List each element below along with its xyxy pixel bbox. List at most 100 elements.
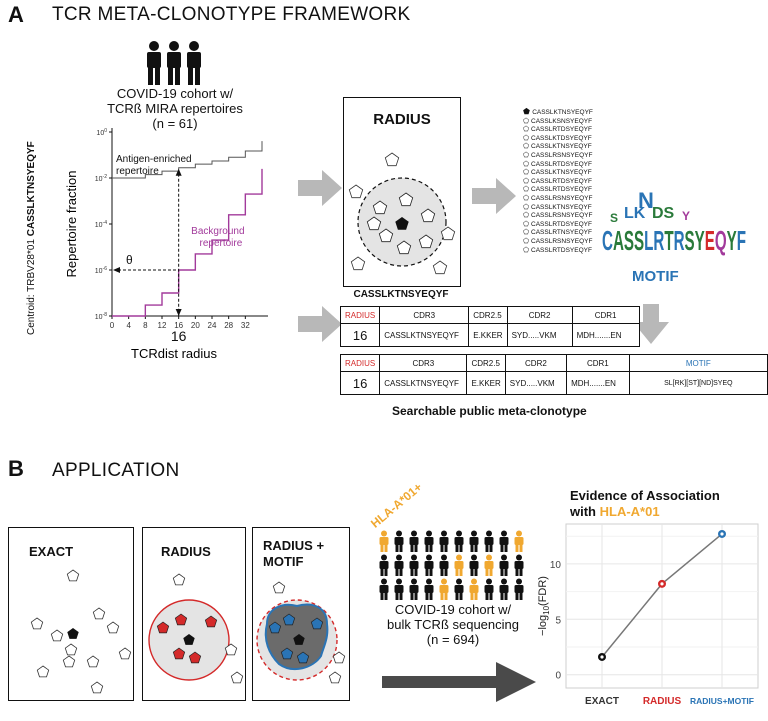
neighbor-pentagon-icon: ⬠ (523, 160, 532, 168)
people-icon (147, 41, 201, 85)
person-icon (394, 578, 404, 600)
person-head (441, 530, 447, 537)
person-body (379, 561, 389, 569)
person-head (426, 554, 432, 561)
person-body (484, 561, 494, 569)
person-leg (380, 544, 384, 552)
sequence-text: CASSLKTNSYEQYF (531, 203, 592, 211)
person-leg (440, 544, 444, 552)
crowd-icon (379, 530, 524, 600)
person-icon (469, 578, 479, 600)
person-leg (489, 592, 493, 600)
person-leg (515, 592, 519, 600)
person-head (471, 578, 477, 585)
table2-header-cdr3: CDR3 (379, 354, 468, 372)
person-icon (409, 530, 419, 552)
y-tick-label: 100 (96, 128, 107, 137)
bulk-cohort-line-2: bulk TCRß sequencing (387, 617, 519, 632)
x-category-label: RADIUS+MOTIF (690, 696, 754, 706)
radius-motif-label-line1: RADIUS + (263, 538, 325, 553)
neighbor-pentagon-icon: ⬠ (523, 117, 532, 125)
bulk-cohort-line-3: (n = 694) (426, 632, 480, 647)
arrow-to-table (298, 306, 342, 342)
evidence-title: Evidence of Association with HLA-A*01 (570, 488, 720, 520)
person-icon (484, 578, 494, 600)
radius-application-box: RADIUS (142, 527, 246, 701)
sequence-text: CASSLRSNSYEQYF (531, 151, 593, 159)
person-leg (455, 592, 459, 600)
person-body (469, 561, 479, 569)
person-icon (379, 554, 389, 576)
sequence-text: CASSLRTNSYEQYF (531, 229, 592, 237)
person-icon (439, 578, 449, 600)
person-leg (429, 544, 433, 552)
person-body (424, 561, 434, 569)
sequence-text: CASSLRSNSYEQYF (531, 212, 593, 220)
person-head (411, 554, 417, 561)
y-tick-label: 10-2 (95, 174, 107, 183)
person-body (439, 537, 449, 545)
arrow-to-list (472, 178, 516, 214)
table1-cdr1-value: MDH.......EN (571, 323, 640, 347)
person-body (499, 561, 509, 569)
hla-tag: HLA-A*01+ (368, 479, 425, 531)
x-tick-label: 12 (158, 321, 167, 330)
person-head (381, 530, 387, 537)
person-body (469, 537, 479, 545)
logo-letter: A (613, 225, 624, 256)
sequence-text: CASSLRTDSYEQYF (531, 177, 592, 185)
radius-table: RADIUS CDR3 CDR2.5 CDR2 CDR1 16 CASSLKTN… (339, 306, 640, 347)
person-leg (440, 592, 444, 600)
table2-header-motif: MOTIF (628, 354, 768, 372)
theta-arrow (113, 267, 120, 273)
person-body (499, 585, 509, 593)
y-tick-label: 10-6 (95, 266, 107, 275)
person-head (486, 554, 492, 561)
radius-motif-label-line2: MOTIF (263, 554, 304, 569)
person-icon (514, 530, 524, 552)
person-body (454, 561, 464, 569)
sequence-row: ⬠ CASSLKTNSYEQYF (523, 143, 593, 152)
x-tick-label: 8 (143, 321, 148, 330)
person-icon (394, 530, 404, 552)
logo-letter: LK (624, 205, 646, 222)
person-head (471, 530, 477, 537)
person-icon (424, 554, 434, 576)
enriched-step-line (112, 141, 263, 179)
evidence-hla: HLA-A*01 (599, 504, 660, 519)
table1-header-cdr2: CDR2 (506, 306, 573, 324)
background-annotation: repertoire (200, 238, 243, 249)
logo-letter: S (610, 211, 618, 225)
sequence-text: CASSLKSNSYEQYF (531, 117, 593, 125)
person-head (381, 578, 387, 585)
person-head (486, 530, 492, 537)
x-tick-label: 0 (110, 321, 115, 330)
person-body (424, 537, 434, 545)
logo-letter: R (653, 225, 664, 256)
person-body (394, 561, 404, 569)
logo-letter: C (602, 225, 613, 256)
person-head (501, 530, 507, 537)
person-leg (414, 592, 418, 600)
radius-caption: CASSLKTNSYEQYF (353, 289, 449, 300)
person-leg (504, 592, 508, 600)
neighbor-pentagon-icon: ⬠ (523, 246, 532, 254)
logo-letter: N (638, 188, 654, 213)
person-head (486, 578, 492, 585)
person-body (514, 561, 524, 569)
y-tick-label: 5 (555, 615, 561, 626)
person-leg (455, 544, 459, 552)
sequence-row: ⬠ CASSLRTDSYEQYF (523, 178, 593, 187)
bulk-cohort-description: COVID-19 cohort w/ bulk TCRß sequencing … (378, 602, 528, 647)
neighbor-pentagon-icon: ⬠ (523, 177, 532, 185)
table2-header-radius: RADIUS (339, 354, 381, 372)
panel-a-title: TCR META-CLONOTYPE FRAMEWORK (52, 4, 411, 25)
person-body (454, 537, 464, 545)
person-icon (499, 554, 509, 576)
person-leg (474, 592, 478, 600)
logo-main-row: CASSLRTRSYEQYF (602, 225, 746, 256)
sequence-row: ⬠ CASSLRTDSYEQYF (523, 221, 593, 230)
panel-b-letter: B (8, 456, 24, 481)
person-leg (500, 544, 504, 552)
